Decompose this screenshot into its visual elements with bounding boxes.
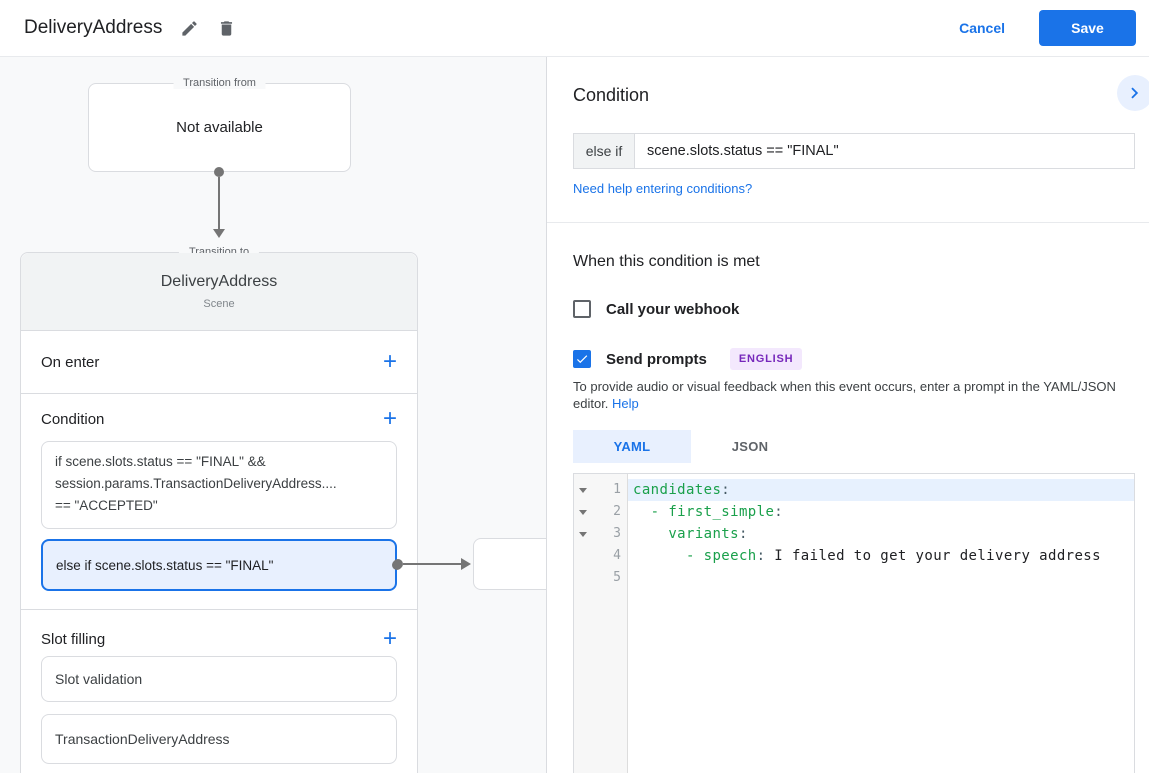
send-prompts-label: Send prompts [606,350,707,368]
condition-expression-row: else if [573,133,1135,169]
transition-target-node[interactable] [473,538,546,590]
condition-if-line: if scene.slots.status == "FINAL" && [55,454,266,469]
webhook-row: Call your webhook [573,298,739,320]
save-button[interactable]: Save [1039,10,1136,46]
transition-from-value: Not available [176,119,263,136]
line-number: 5 [613,570,621,585]
condition-expression-input[interactable] [635,133,1135,169]
pencil-icon [182,20,197,36]
add-slot-button[interactable]: + [382,625,397,652]
tab-json[interactable]: JSON [731,439,769,454]
connector-line [403,563,461,565]
fold-toggle-icon[interactable] [579,488,587,493]
condition-detail-panel: Condition else if Need help entering con… [546,57,1149,773]
code-line[interactable]: 5 [574,567,1134,589]
fold-toggle-icon[interactable] [579,532,587,537]
condition-label: Condition [41,410,105,428]
gutter-cell: 2 [574,501,628,523]
code-text: candidates: [628,479,1134,501]
transition-to-node[interactable]: Transition to DeliveryAddress Scene On e… [20,246,418,773]
line-number: 2 [613,504,621,519]
code-text: variants: [668,526,748,542]
condition-keyword-chip: else if [573,133,635,169]
collapse-panel-button[interactable] [1117,75,1149,111]
add-on-enter-button[interactable]: + [382,348,397,375]
editor-gutter [574,474,628,773]
send-prompts-checkbox[interactable] [573,350,591,368]
top-bar-actions: Cancel Save [959,10,1136,46]
webhook-checkbox[interactable] [573,300,591,318]
gutter-cell: 1 [574,479,628,501]
slot-validation-item[interactable]: Slot validation [41,656,397,702]
on-enter-section: On enter + [21,331,417,394]
when-condition-heading: When this condition is met [573,253,760,270]
code-line[interactable]: 3 variants: [574,523,1134,545]
line-number: 1 [613,482,621,497]
slot-filling-section: Slot filling + [21,619,417,659]
code-line[interactable]: 2 - first_simple: [574,501,1134,523]
scene-title: DeliveryAddress [160,273,278,290]
condition-if-line: == "ACCEPTED" [55,498,158,513]
top-bar: DeliveryAddress Cancel Save [0,0,1149,57]
format-tabs: YAML JSON [573,430,809,463]
condition-else-if-text: else if scene.slots.status == "FINAL" [56,557,274,573]
help-link[interactable]: Help [612,396,639,411]
edit-title-button[interactable] [176,15,203,42]
send-prompts-row: Send prompts ENGLISH [573,348,803,370]
condition-if-item[interactable]: if scene.slots.status == "FINAL" && sess… [41,441,397,529]
line-number: 4 [613,548,621,563]
slot-filling-label: Slot filling [41,630,106,648]
slot-parameter-label: TransactionDeliveryAddress [55,731,230,747]
trash-icon [221,20,233,36]
add-condition-button[interactable]: + [382,405,397,432]
chevron-right-icon [1131,87,1139,99]
arrow-down-icon [213,229,225,238]
gutter-cell: 3 [574,523,628,545]
section-divider [21,609,417,610]
flow-canvas[interactable]: Transition from Not available Transition… [0,57,546,773]
code-line[interactable]: 1 candidates: [574,479,1134,501]
transition-from-legend: Transition from [173,77,266,89]
line-number: 3 [613,526,621,541]
checkmark-icon [576,355,588,364]
conditions-help-link[interactable]: Need help entering conditions? [573,181,753,196]
slot-parameter-item[interactable]: TransactionDeliveryAddress [41,714,397,764]
webhook-label: Call your webhook [606,300,740,318]
delete-scene-button[interactable] [213,15,240,42]
code-text [628,567,1134,589]
connector-dot [214,167,224,177]
transition-from-node: Transition from Not available [88,77,351,172]
on-enter-label: On enter [41,353,100,371]
connector-dot [393,559,403,569]
fold-toggle-icon[interactable] [579,510,587,515]
code-text: - first_simple: [650,504,784,520]
tab-yaml[interactable]: YAML [573,430,691,463]
arrow-right-icon [461,558,471,570]
gutter-cell: 5 [574,567,628,589]
panel-heading: Condition [573,85,650,105]
scene-subtitle: Scene [203,298,235,310]
page-title: DeliveryAddress [24,17,163,38]
language-badge: ENGLISH [729,348,803,370]
editor-hint: To provide audio or visual feedback when… [573,378,1129,412]
scene-card-header: DeliveryAddress Scene [21,253,417,331]
gutter-cell: 4 [574,545,628,567]
connector-line [218,177,220,229]
cancel-button[interactable]: Cancel [959,20,1005,36]
editor-hint-text: To provide audio or visual feedback when… [573,379,1116,411]
code-text: - speech: I failed to get your delivery … [685,548,1101,564]
condition-else-if-item-selected[interactable]: else if scene.slots.status == "FINAL" [41,539,402,591]
panel-divider [547,222,1149,223]
condition-if-line: session.params.TransactionDeliveryAddres… [55,476,337,491]
code-line[interactable]: 4 - speech: I failed to get your deliver… [574,545,1134,567]
condition-section: Condition + [21,399,417,439]
slot-validation-label: Slot validation [55,671,143,687]
